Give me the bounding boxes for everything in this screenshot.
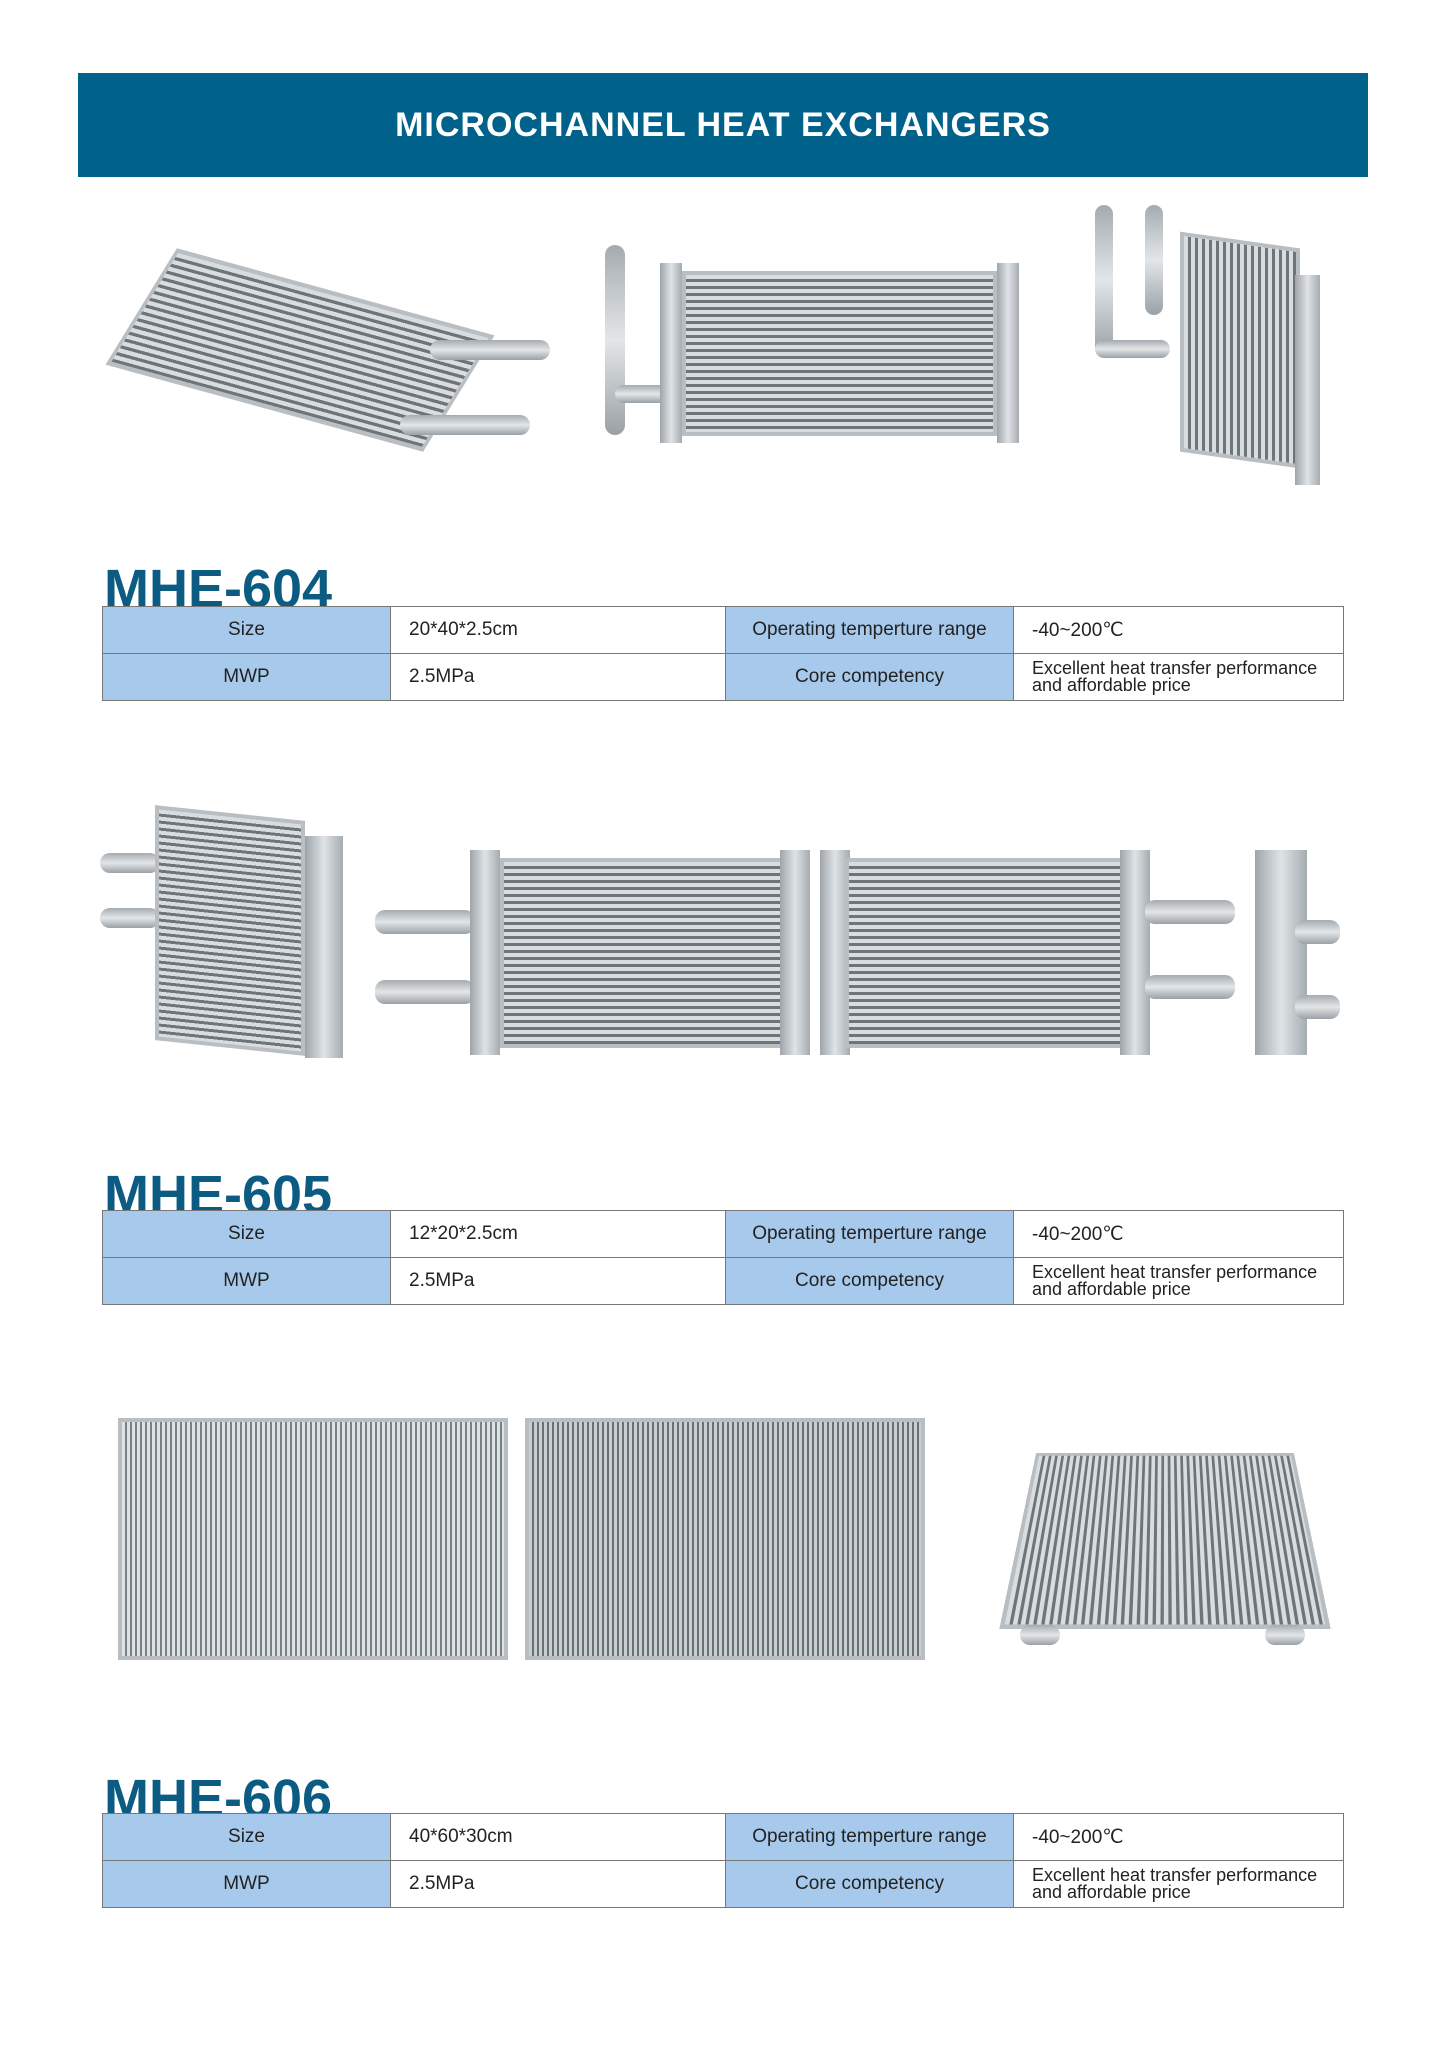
size-value: 20*40*2.5cm (391, 607, 726, 654)
table-row: MWP 2.5MPa Core competency Excellent hea… (103, 654, 1344, 701)
core-label: Core competency (726, 1258, 1014, 1305)
product-photo-mhe605-angled (100, 808, 350, 1058)
spec-table-mhe605: Size 12*20*2.5cm Operating temperture ra… (102, 1210, 1344, 1305)
temp-range-value: -40~200℃ (1014, 607, 1344, 654)
core-label: Core competency (726, 654, 1014, 701)
product-photo-mhe605-side (1250, 850, 1350, 1055)
temp-range-label: Operating temperture range (726, 607, 1014, 654)
core-value: Excellent heat transfer performance and … (1014, 1861, 1344, 1908)
product-photo-mhe604-front (595, 235, 1035, 455)
product-photo-mhe604-angled (100, 250, 570, 470)
spec-table-mhe606: Size 40*60*30cm Operating temperture ran… (102, 1813, 1344, 1908)
temp-range-label: Operating temperture range (726, 1211, 1014, 1258)
table-row: Size 20*40*2.5cm Operating temperture ra… (103, 607, 1344, 654)
product-photo-mhe605-front-right (820, 850, 1240, 1055)
mwp-value: 2.5MPa (391, 654, 726, 701)
size-label: Size (103, 1211, 391, 1258)
core-label: Core competency (726, 1861, 1014, 1908)
mwp-value: 2.5MPa (391, 1258, 726, 1305)
product-photo-mhe606-front-right (515, 1418, 927, 1660)
table-row: MWP 2.5MPa Core competency Excellent hea… (103, 1258, 1344, 1305)
table-row: MWP 2.5MPa Core competency Excellent hea… (103, 1861, 1344, 1908)
core-value: Excellent heat transfer performance and … (1014, 654, 1344, 701)
mwp-label: MWP (103, 1861, 391, 1908)
table-row: Size 40*60*30cm Operating temperture ran… (103, 1814, 1344, 1861)
table-row: Size 12*20*2.5cm Operating temperture ra… (103, 1211, 1344, 1258)
product-photo-mhe605-front-left (375, 850, 815, 1055)
size-value: 40*60*30cm (391, 1814, 726, 1861)
mwp-value: 2.5MPa (391, 1861, 726, 1908)
page-title: MICROCHANNEL HEAT EXCHANGERS (395, 106, 1051, 145)
page-header-banner: MICROCHANNEL HEAT EXCHANGERS (78, 73, 1368, 177)
product-photo-mhe606-angled (980, 1420, 1350, 1665)
size-label: Size (103, 607, 391, 654)
mwp-label: MWP (103, 1258, 391, 1305)
mwp-label: MWP (103, 654, 391, 701)
temp-range-value: -40~200℃ (1014, 1211, 1344, 1258)
product-photo-mhe606-front-left (108, 1418, 513, 1660)
size-label: Size (103, 1814, 391, 1861)
core-value: Excellent heat transfer performance and … (1014, 1258, 1344, 1305)
temp-range-value: -40~200℃ (1014, 1814, 1344, 1861)
size-value: 12*20*2.5cm (391, 1211, 726, 1258)
temp-range-label: Operating temperture range (726, 1814, 1014, 1861)
spec-table-mhe604: Size 20*40*2.5cm Operating temperture ra… (102, 606, 1344, 701)
product-photo-mhe604-side (1090, 200, 1350, 490)
